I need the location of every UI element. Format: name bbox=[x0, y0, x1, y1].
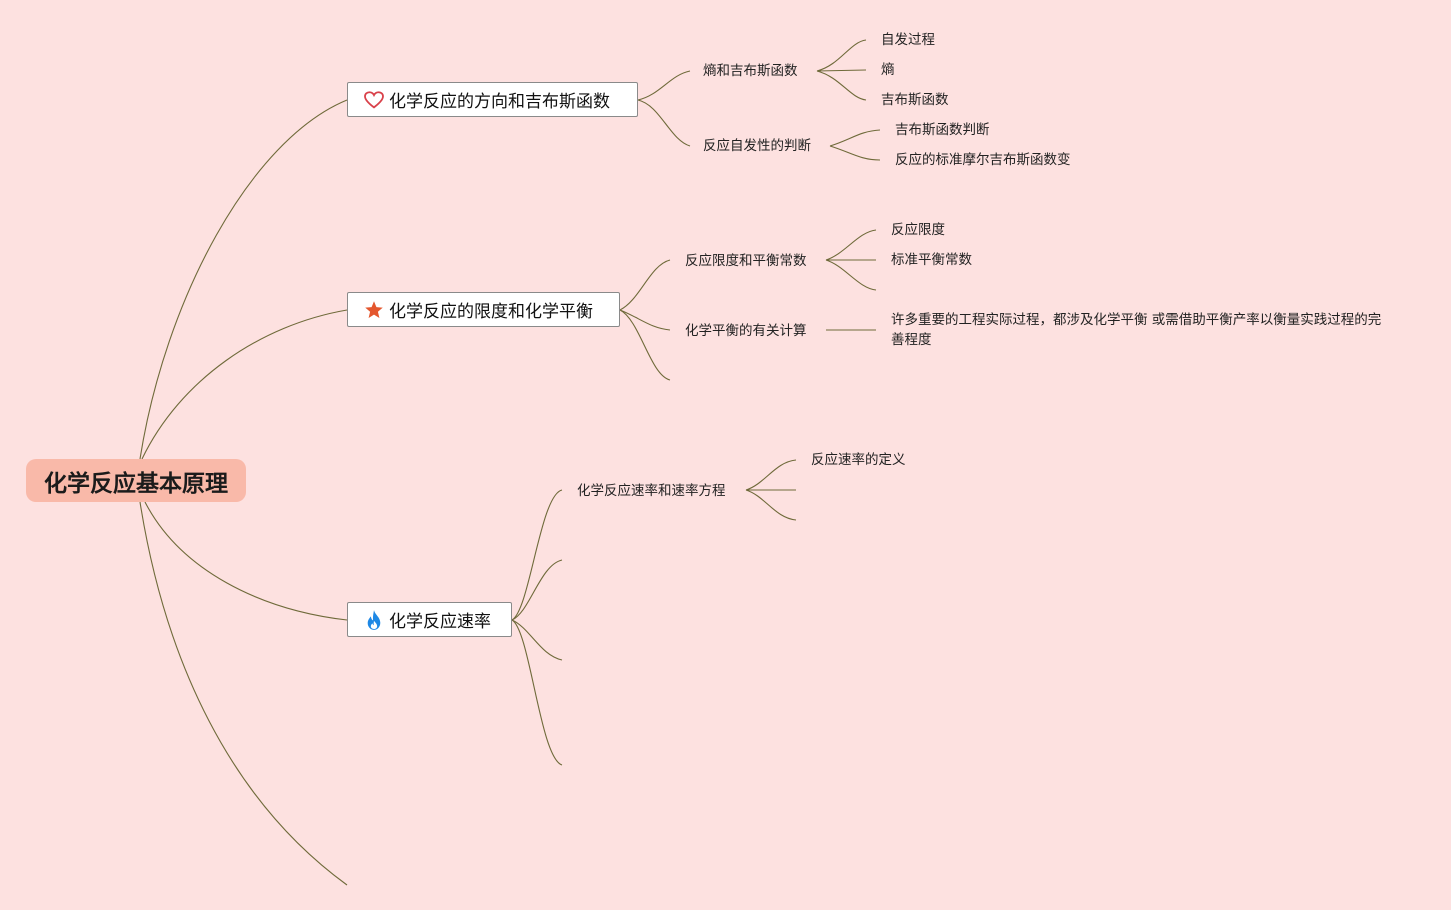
link-topic-2-sub-0 bbox=[511, 489, 563, 621]
link-topic-2-empty-b bbox=[511, 619, 563, 661]
link-sub-0-1-leaf-0 bbox=[829, 129, 881, 147]
leaf-gibbs-criterion[interactable]: 吉布斯函数判断 bbox=[895, 122, 990, 138]
main-topic-rate[interactable]: 化学反应速率 bbox=[347, 602, 512, 637]
subtopic-entropy-gibbs[interactable]: 熵和吉布斯函数 bbox=[703, 63, 798, 79]
leaf-reaction-limit[interactable]: 反应限度 bbox=[891, 222, 945, 238]
main-topic-direction[interactable]: 化学反应的方向和吉布斯函数 bbox=[347, 82, 638, 117]
link-root-topic-0 bbox=[139, 99, 348, 460]
link-sub-0-1-leaf-1 bbox=[829, 145, 881, 161]
leaf-spontaneous-process[interactable]: 自发过程 bbox=[881, 32, 935, 48]
link-topic-2-empty-c bbox=[511, 619, 563, 766]
leaf-rate-definition[interactable]: 反应速率的定义 bbox=[811, 452, 906, 468]
link-sub-0-0-leaf-2 bbox=[816, 70, 867, 101]
flame-icon bbox=[363, 609, 385, 631]
subtopic-spontaneity-criteria[interactable]: 反应自发性的判断 bbox=[703, 138, 811, 154]
link-sub-2-0-leaf-0 bbox=[745, 459, 797, 491]
root-topic[interactable]: 化学反应基本原理 bbox=[26, 459, 246, 502]
link-topic-1-sub-0 bbox=[619, 259, 671, 311]
leaf-equilibrium-engineering-note[interactable]: 许多重要的工程实际过程，都涉及化学平衡 或需借助平衡产率以衡量实践过程的完善程度 bbox=[891, 312, 1382, 348]
link-root-topic-2 bbox=[144, 501, 348, 621]
link-root-empty bbox=[139, 501, 348, 886]
link-sub-0-0-leaf-0 bbox=[816, 39, 867, 72]
link-topic-0-sub-1 bbox=[637, 99, 691, 147]
main-topic-label: 化学反应的限度和化学平衡 bbox=[389, 302, 593, 322]
leaf-entropy[interactable]: 熵 bbox=[881, 62, 895, 78]
link-sub-1-0-empty bbox=[825, 259, 877, 291]
leaf-standard-equilibrium-constant[interactable]: 标准平衡常数 bbox=[891, 252, 972, 268]
heart-icon bbox=[363, 89, 385, 111]
leaf-standard-molar-gibbs-change[interactable]: 反应的标准摩尔吉布斯函数变 bbox=[895, 152, 1071, 168]
main-topic-equilibrium[interactable]: 化学反应的限度和化学平衡 bbox=[347, 292, 620, 327]
leaf-gibbs-function[interactable]: 吉布斯函数 bbox=[881, 92, 949, 108]
subtopic-rate-equation[interactable]: 化学反应速率和速率方程 bbox=[577, 483, 726, 499]
link-topic-1-sub-1 bbox=[619, 309, 671, 331]
star-icon bbox=[363, 299, 385, 321]
subtopic-equilibrium-calculation[interactable]: 化学平衡的有关计算 bbox=[685, 323, 807, 339]
root-topic-label: 化学反应基本原理 bbox=[44, 470, 228, 497]
link-sub-1-0-leaf-0 bbox=[825, 229, 877, 261]
main-topic-label: 化学反应的方向和吉布斯函数 bbox=[389, 92, 610, 112]
link-sub-0-0-leaf-1 bbox=[816, 69, 867, 72]
link-topic-0-sub-0 bbox=[637, 70, 691, 101]
main-topic-label: 化学反应速率 bbox=[389, 612, 491, 632]
link-topic-2-empty-a bbox=[511, 559, 563, 621]
link-sub-2-0-empty-b bbox=[745, 489, 797, 521]
subtopic-limit-equilibrium-constant[interactable]: 反应限度和平衡常数 bbox=[685, 253, 807, 269]
link-topic-1-empty bbox=[619, 309, 671, 381]
link-root-topic-1 bbox=[141, 309, 348, 460]
